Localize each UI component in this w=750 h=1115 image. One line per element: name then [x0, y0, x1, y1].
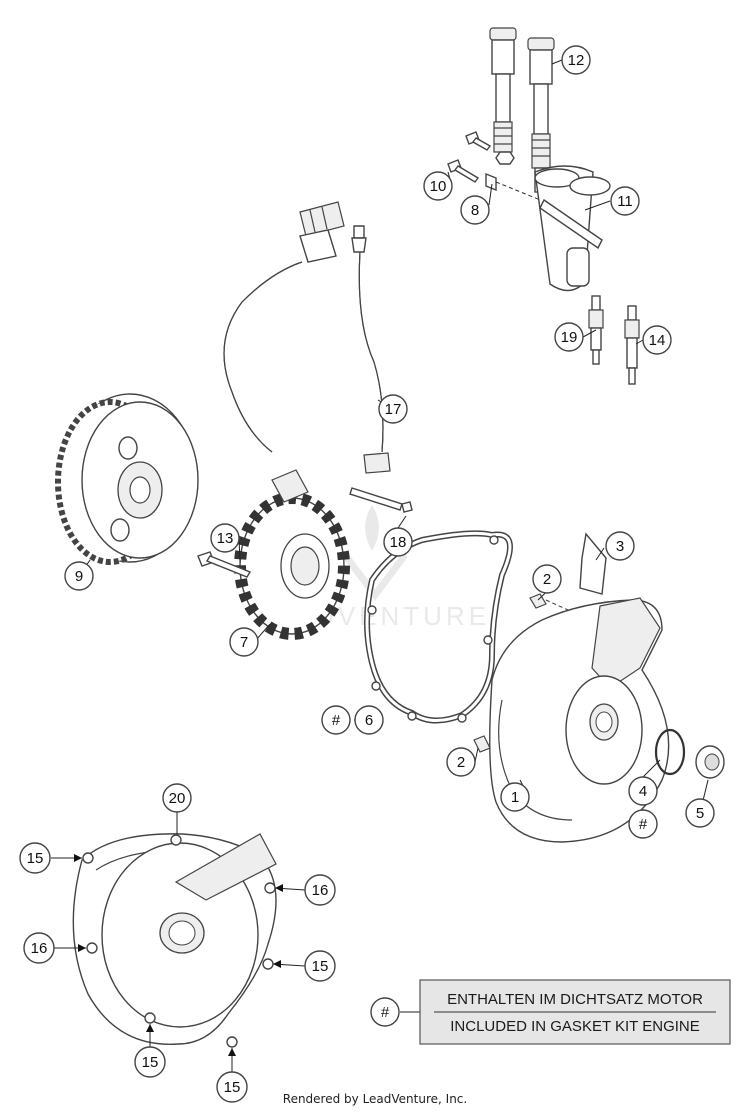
- assembled-cover: [72, 833, 277, 1048]
- callout-12: 12: [561, 45, 591, 75]
- svg-text:1: 1: [511, 789, 519, 806]
- cover-gasket: [364, 530, 513, 724]
- svg-text:20: 20: [169, 790, 186, 807]
- callout-17: 17: [378, 394, 408, 424]
- callout-7: 7: [229, 627, 259, 657]
- svg-text:15: 15: [312, 958, 329, 975]
- svg-text:#: #: [639, 816, 648, 833]
- ignition-coils: [489, 27, 555, 193]
- svg-text:4: 4: [639, 783, 647, 800]
- callout-10: 10: [423, 171, 453, 201]
- svg-text:12: 12: [568, 52, 585, 69]
- legend-line-de: ENTHALTEN IM DICHTSATZ MOTOR: [447, 991, 703, 1008]
- leader-lines: [51, 59, 709, 1072]
- stator: [234, 469, 350, 640]
- svg-text:10: 10: [430, 178, 447, 195]
- callout-1: 1: [500, 782, 530, 812]
- svg-text:15: 15: [142, 1054, 159, 1071]
- svg-text:16: 16: [31, 940, 48, 957]
- callout-2-lower: 2: [446, 747, 476, 777]
- coil-bracket: [534, 165, 611, 292]
- svg-text:5: 5: [696, 805, 704, 822]
- callout-15-c: 15: [134, 1046, 166, 1078]
- svg-text:3: 3: [616, 538, 624, 555]
- callout-5: 5: [685, 798, 715, 828]
- svg-text:2: 2: [457, 754, 465, 771]
- gasket-kit-legend: # ENTHALTEN IM DICHTSATZ MOTOR INCLUDED …: [370, 979, 731, 1045]
- callout-labels: 12 10 8 11 19 14 17 18 13 7 9 # 6 3 2 2 …: [19, 45, 715, 1103]
- stator-harness: [223, 201, 345, 453]
- callout-8: 8: [460, 195, 490, 225]
- svg-text:15: 15: [27, 850, 44, 867]
- callout-14: 14: [642, 325, 672, 355]
- callout-18: 18: [383, 527, 413, 557]
- svg-text:14: 14: [649, 332, 666, 349]
- svg-text:19: 19: [561, 329, 578, 346]
- svg-text:15: 15: [224, 1079, 241, 1096]
- svg-text:9: 9: [75, 568, 83, 585]
- stator-bolt: [197, 551, 252, 578]
- callout-13: 13: [210, 523, 240, 553]
- callout-9: 9: [64, 561, 94, 591]
- svg-text:17: 17: [385, 401, 402, 418]
- o-ring-and-plug: [654, 728, 725, 779]
- svg-text:11: 11: [617, 193, 633, 210]
- callout-16-a: 16: [304, 874, 336, 906]
- callout-2-upper: 2: [532, 564, 562, 594]
- spark-plugs: [588, 295, 640, 385]
- callout-3: 3: [605, 531, 635, 561]
- svg-text:13: 13: [217, 530, 234, 547]
- callout-20: 20: [162, 783, 192, 813]
- callout-6: 6: [354, 705, 384, 735]
- legend-symbol: #: [381, 1004, 390, 1021]
- render-credit: Rendered by LeadVenture, Inc.: [282, 1092, 468, 1106]
- flywheel: [55, 393, 199, 565]
- callout-15-a: 15: [19, 842, 51, 874]
- callout-11: 11: [610, 186, 640, 216]
- clip-and-dowels: [473, 532, 607, 753]
- callout-16-b: 16: [23, 932, 55, 964]
- pulse-generator-lead: [349, 225, 413, 513]
- callout-4-hash: #: [628, 809, 658, 839]
- callout-15-d: 15: [216, 1071, 248, 1103]
- legend-line-en: INCLUDED IN GASKET KIT ENGINE: [450, 1018, 700, 1035]
- svg-text:16: 16: [312, 882, 329, 899]
- svg-text:#: #: [332, 712, 341, 729]
- callout-6-hash: #: [321, 705, 351, 735]
- callout-15-b: 15: [304, 950, 336, 982]
- svg-text:7: 7: [240, 634, 248, 651]
- svg-text:8: 8: [471, 202, 479, 219]
- svg-text:18: 18: [390, 534, 407, 551]
- callout-4: 4: [628, 776, 658, 806]
- svg-text:6: 6: [365, 712, 373, 729]
- callout-19: 19: [554, 322, 584, 352]
- ignition-cover: [489, 597, 670, 843]
- svg-text:2: 2: [543, 571, 551, 588]
